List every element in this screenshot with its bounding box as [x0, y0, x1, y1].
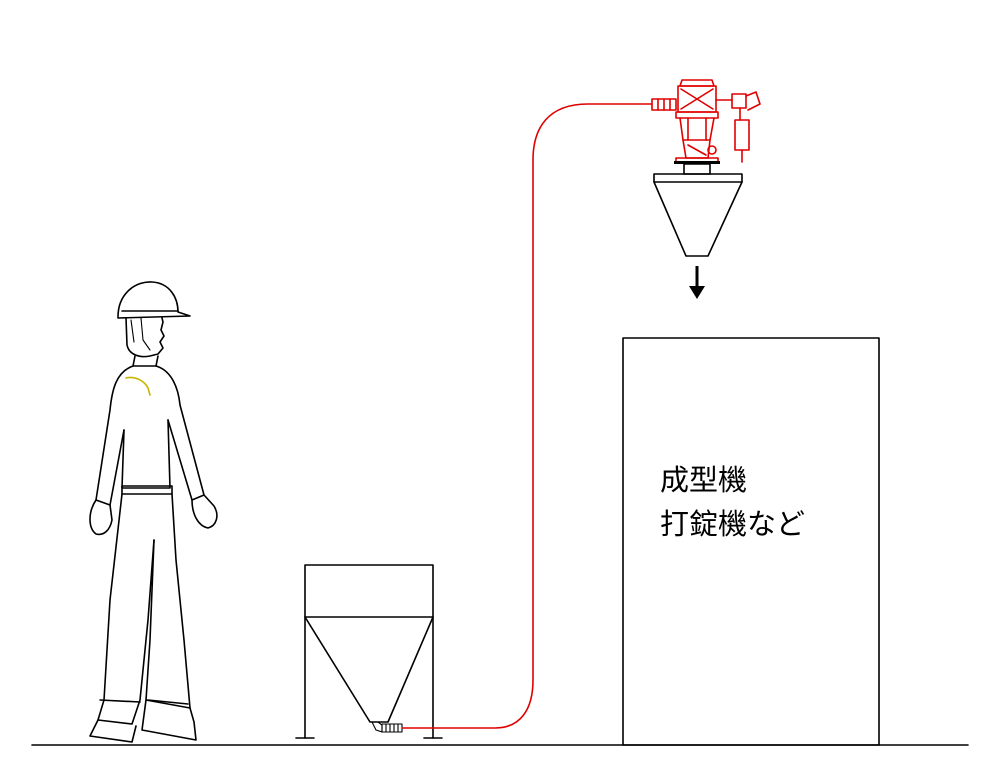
- machine-box: [622, 337, 880, 746]
- floor-hopper: [295, 564, 443, 739]
- machine-label-line1: 成型機: [660, 463, 748, 497]
- machine-label: 成型機 打錠機など: [660, 458, 805, 546]
- machine-label-line2: 打錠機など: [660, 507, 806, 541]
- vacuum-loader: [651, 79, 761, 164]
- receiving-hopper: [653, 163, 743, 257]
- discharge-arrow: [689, 266, 705, 299]
- worker-figure: [89, 281, 218, 743]
- conveying-hose: [401, 103, 653, 729]
- suction-nozzle: [371, 721, 403, 733]
